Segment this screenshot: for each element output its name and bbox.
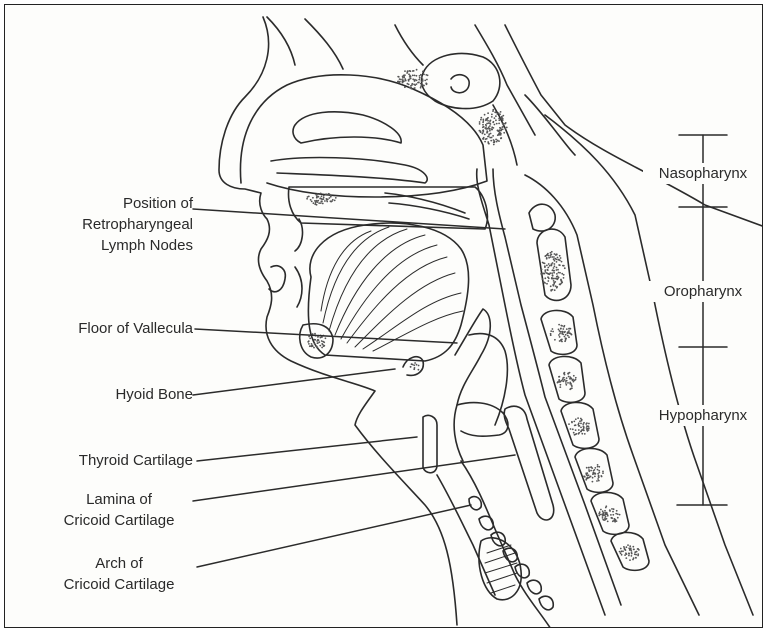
label-hyoid-bone: Hyoid Bone — [25, 384, 193, 405]
label-line: Lymph Nodes — [25, 235, 193, 256]
leader-lamina — [193, 455, 515, 501]
label-thyroid-cartilage: Thyroid Cartilage — [25, 450, 193, 471]
label-oropharynx: Oropharynx — [643, 281, 763, 302]
label-floor-of-vallecula: Floor of Vallecula — [25, 318, 193, 339]
label-line: Cricoid Cartilage — [45, 574, 193, 595]
diagram-frame: Position of Retropharyngeal Lymph Nodes … — [4, 4, 763, 628]
label-line: Arch of — [45, 553, 193, 574]
label-hypopharynx: Hypopharynx — [643, 405, 763, 426]
leader-thyroid — [197, 437, 417, 461]
label-line: Lamina of — [45, 489, 193, 510]
label-retropharyngeal-nodes: Position of Retropharyngeal Lymph Nodes — [25, 193, 193, 256]
leader-hyoid — [193, 369, 395, 395]
label-arch-cricoid: Arch of Cricoid Cartilage — [45, 553, 193, 595]
label-lamina-cricoid: Lamina of Cricoid Cartilage — [45, 489, 193, 531]
leader-retropharyngeal — [193, 209, 505, 229]
leader-vallecula — [195, 329, 457, 343]
label-line: Cricoid Cartilage — [45, 510, 193, 531]
label-nasopharynx: Nasopharynx — [643, 163, 763, 184]
label-line: Retropharyngeal — [25, 214, 193, 235]
leader-arch — [197, 505, 471, 567]
leader-lines — [5, 5, 763, 628]
label-line: Position of — [25, 193, 193, 214]
